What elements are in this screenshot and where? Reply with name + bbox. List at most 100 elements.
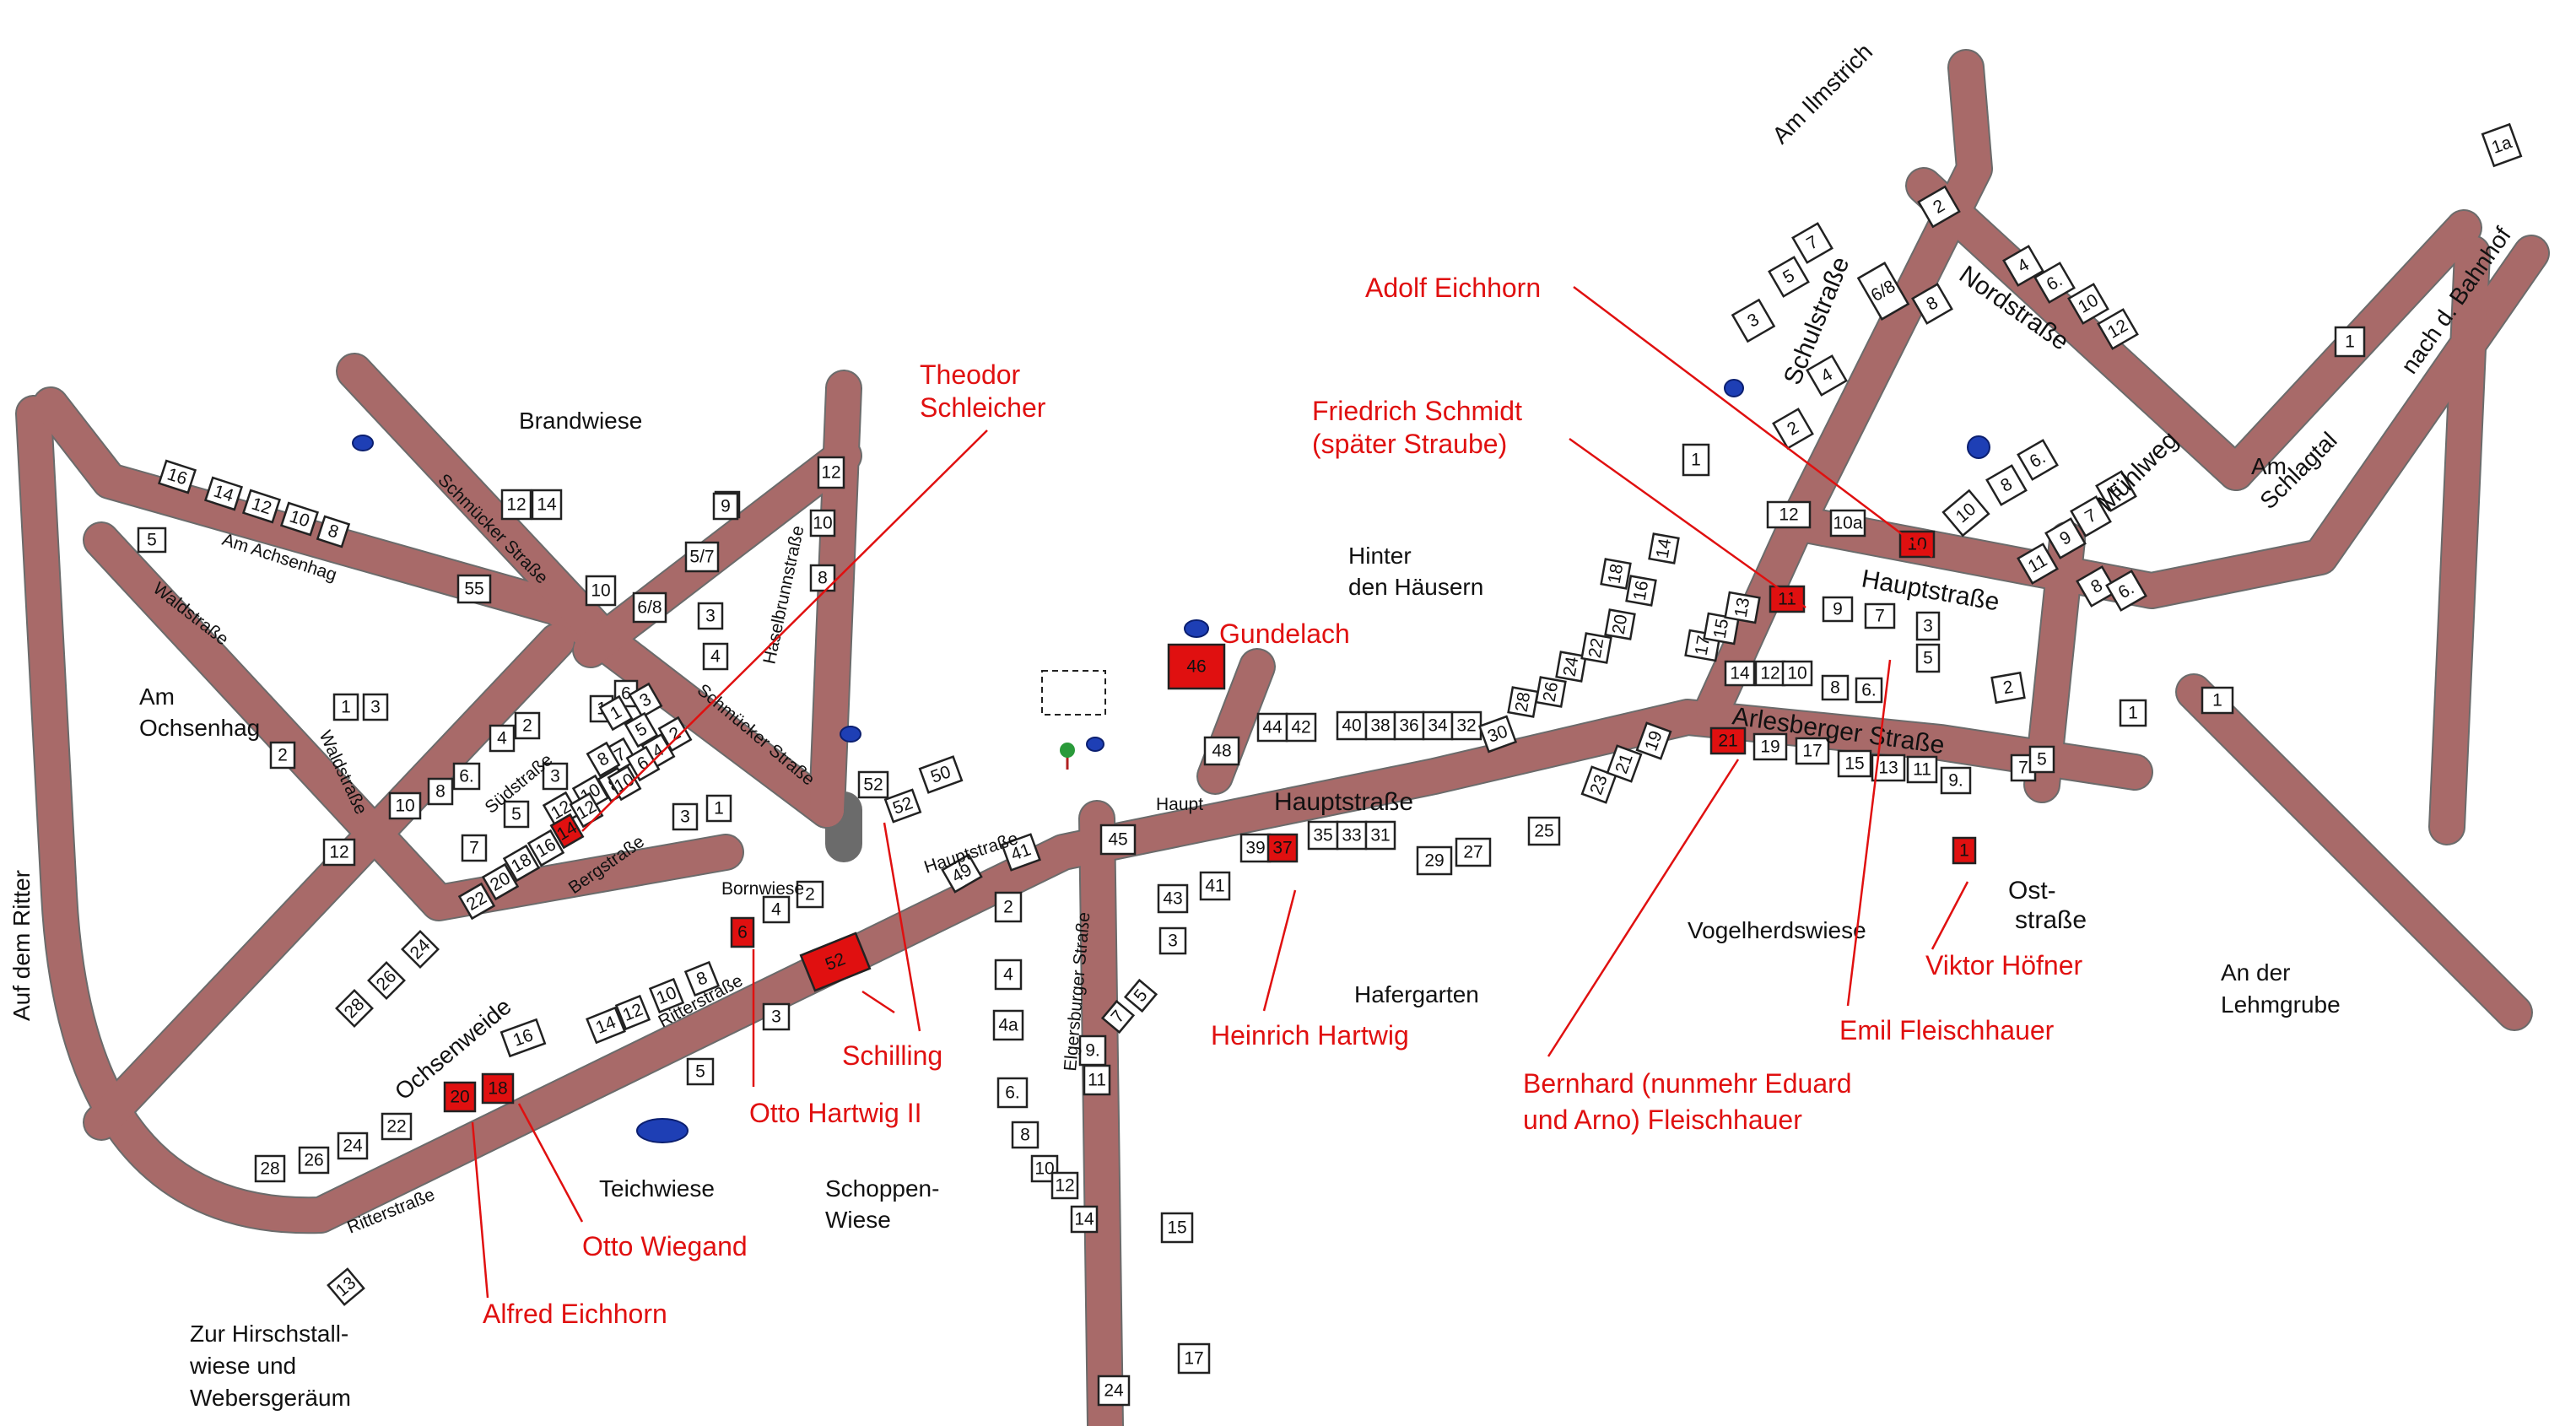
house: 9. bbox=[1940, 766, 1972, 795]
house: 3 bbox=[542, 762, 569, 791]
house: 20 bbox=[1604, 608, 1636, 640]
house-outline bbox=[1070, 1205, 1099, 1234]
house: 30 bbox=[1477, 715, 1518, 754]
house-number: 9 bbox=[721, 497, 731, 516]
house-outline bbox=[1769, 585, 1806, 613]
area-an-der-lehmgrube: An der bbox=[2221, 959, 2291, 986]
owner-bernhard-fleischhauer: und Arno) Fleischhauer bbox=[1523, 1105, 1802, 1135]
house-outline bbox=[137, 527, 167, 554]
house: 7 bbox=[2070, 495, 2112, 537]
house: 25 bbox=[1527, 816, 1561, 846]
house: 5 bbox=[624, 711, 659, 748]
owner-gundelach: Gundelach bbox=[1219, 618, 1350, 649]
house: 16 bbox=[157, 459, 197, 494]
house: 1 bbox=[2119, 699, 2147, 727]
house: 3 bbox=[1915, 611, 1941, 641]
house: 29 bbox=[1416, 845, 1453, 876]
house: 10 bbox=[279, 501, 320, 537]
house-outline bbox=[1167, 643, 1226, 690]
house: 5 bbox=[1915, 643, 1941, 673]
house-number: 8 bbox=[1830, 678, 1840, 698]
house-outline bbox=[254, 1154, 286, 1183]
leader-lines bbox=[471, 286, 1969, 1299]
house: 16 bbox=[527, 829, 565, 867]
house-outline bbox=[2028, 745, 2055, 774]
owner-labels: Theodor Schleicher Gundelach Schilling O… bbox=[483, 273, 2083, 1329]
leader-schilling bbox=[883, 822, 921, 1032]
house: 8 bbox=[1985, 464, 2028, 506]
house: 10a bbox=[1829, 509, 1866, 537]
house: 20 bbox=[481, 862, 520, 901]
area-bornwiese: Bornwiese bbox=[721, 879, 804, 899]
house-outline bbox=[1856, 262, 1910, 321]
leader-viktor bbox=[1931, 881, 1969, 950]
house: 40 bbox=[1336, 710, 1368, 741]
house-outline bbox=[2481, 122, 2523, 168]
house: 10 bbox=[648, 977, 685, 1014]
house-outline bbox=[298, 1146, 330, 1175]
house-outline bbox=[1635, 721, 1672, 760]
house: 26 bbox=[298, 1146, 330, 1175]
leader-otto-wiegand bbox=[517, 1103, 584, 1223]
house-outline bbox=[586, 1006, 626, 1045]
house-outline bbox=[1011, 1121, 1040, 1149]
house: 2 bbox=[1772, 408, 1814, 450]
house-outline bbox=[203, 476, 244, 511]
house-number: 20 bbox=[1609, 613, 1632, 636]
house: 4 bbox=[762, 895, 791, 924]
house-number: 29 bbox=[1424, 851, 1444, 871]
area-hinter-den-haeusern: den Häusern bbox=[1348, 574, 1483, 600]
house-outline bbox=[1416, 845, 1453, 876]
house-number: 3 bbox=[550, 767, 560, 786]
house: 45 bbox=[1099, 824, 1137, 856]
house-number: 32 bbox=[1456, 716, 1476, 736]
house: 8 bbox=[683, 960, 721, 997]
house-outline bbox=[705, 794, 732, 823]
house: 32 bbox=[1450, 710, 1482, 741]
house: 15 bbox=[1703, 612, 1740, 645]
house-outline bbox=[1256, 712, 1288, 743]
house: 7 bbox=[1100, 999, 1136, 1034]
house: 14 bbox=[1724, 660, 1756, 687]
house-number: 13 bbox=[1731, 597, 1754, 619]
house-number: 2 bbox=[2001, 678, 2015, 699]
house-highlighted: 21 bbox=[1709, 727, 1747, 755]
house-outline bbox=[1806, 354, 1848, 397]
house-outline bbox=[456, 574, 492, 604]
house: 55 bbox=[456, 574, 492, 604]
house-number: 34 bbox=[1428, 716, 1448, 736]
house: 5/7 bbox=[684, 541, 720, 573]
house-outline bbox=[702, 642, 729, 671]
house: 8 bbox=[2076, 565, 2118, 608]
house-number: 2 bbox=[522, 716, 532, 736]
house-number: 16 bbox=[1630, 580, 1653, 602]
house: 5 bbox=[503, 800, 530, 829]
house: 21 bbox=[1606, 744, 1643, 783]
house-number: 28 bbox=[260, 1159, 279, 1179]
house-outline bbox=[762, 1002, 791, 1031]
house-number: 5/7 bbox=[689, 548, 714, 567]
house-number: 10 bbox=[813, 514, 832, 533]
area-hirschstallwiese: wiese und bbox=[189, 1353, 296, 1379]
house-outline bbox=[481, 1072, 515, 1105]
house-outline bbox=[1177, 1342, 1211, 1375]
house-number: 6. bbox=[1861, 681, 1877, 700]
house-number: 2 bbox=[278, 746, 288, 765]
house: 52 bbox=[857, 770, 889, 799]
house-number: 3 bbox=[705, 607, 716, 626]
house: 23 bbox=[1580, 765, 1617, 804]
house-number: 35 bbox=[1313, 826, 1332, 845]
house-outline bbox=[1507, 686, 1539, 718]
house: 5 bbox=[2095, 470, 2137, 512]
area-brandwiese: Brandwiese bbox=[519, 408, 642, 434]
pond-icon bbox=[636, 1118, 689, 1143]
house: 50 bbox=[918, 755, 964, 794]
leader-friedrich bbox=[1569, 437, 1806, 609]
house-number: 5 bbox=[695, 1062, 705, 1082]
house: 6. bbox=[2033, 262, 2076, 304]
owner-emil-fleischhauer: Emil Fleischhauer bbox=[1839, 1015, 2055, 1045]
house-outline bbox=[809, 509, 836, 537]
house-number: 5 bbox=[1923, 649, 1933, 668]
house-number: 1 bbox=[714, 799, 724, 818]
house-number: 4 bbox=[497, 729, 507, 748]
